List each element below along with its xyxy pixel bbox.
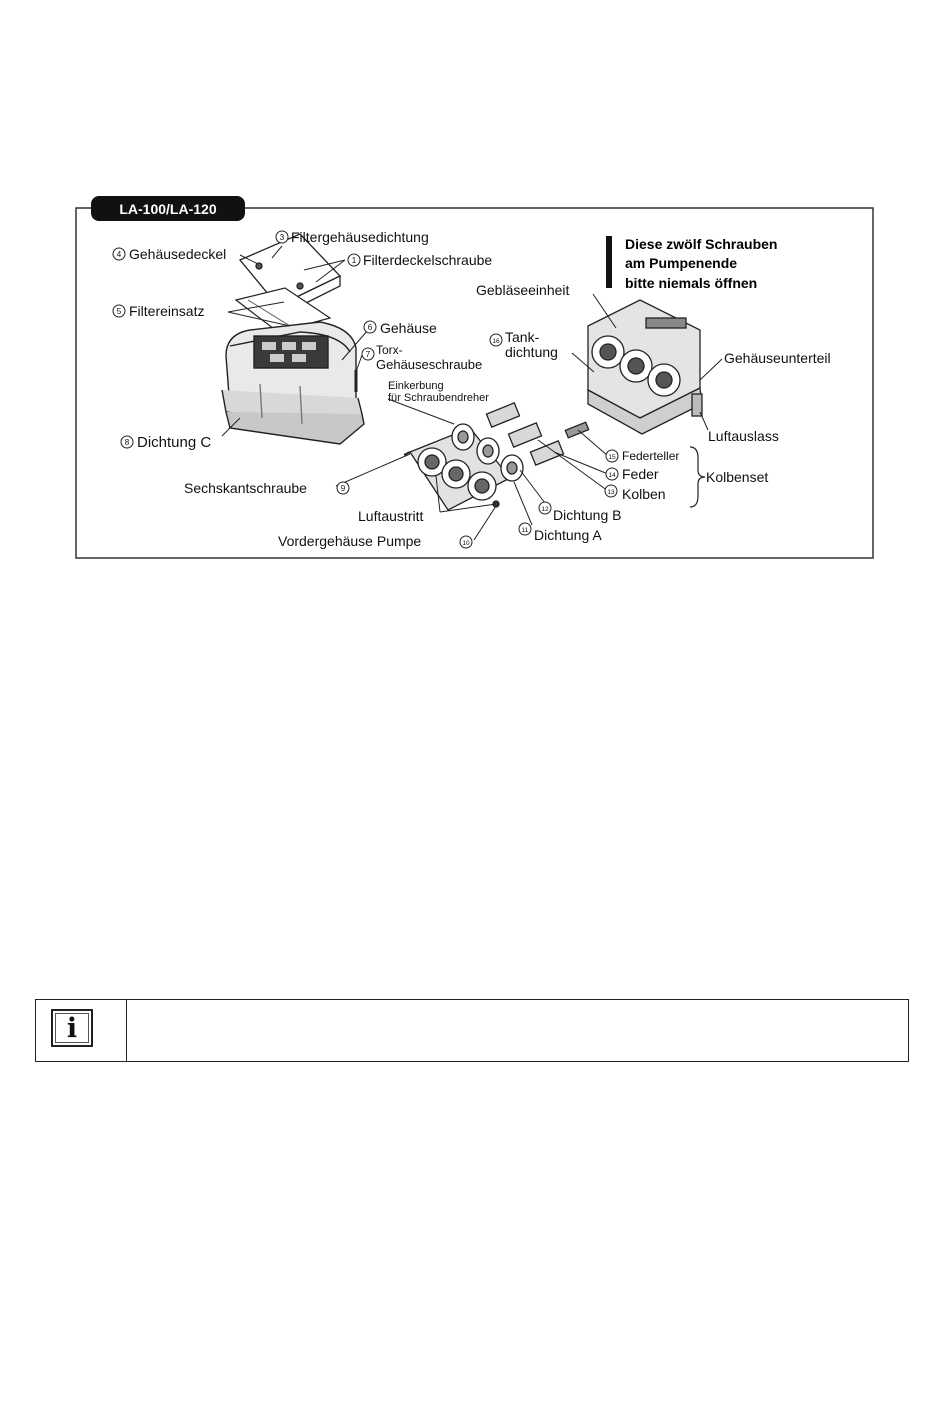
model-label: LA-100/LA-120 [119,201,216,217]
exploded-view-diagram: LA-100/LA-120 [75,196,874,559]
info-note-box: i [35,999,909,1062]
num-7: 7 [366,350,371,359]
label-gehaeusedeckel: Gehäusedeckel [129,246,226,262]
num-6: 6 [368,323,373,332]
label-torx-1: Torx- [376,343,403,357]
label-feder: Feder [622,466,659,482]
info-divider [126,1000,127,1061]
label-sechskantschraube: Sechskantschraube [184,480,307,496]
label-vordergehaeuse: Vordergehäuse Pumpe [278,533,421,549]
pistons-drawing [485,402,590,466]
housing-drawing [221,321,365,445]
num-15: 15 [608,454,616,461]
label-filtergehaeusedichtung: Filtergehäusedichtung [291,229,429,245]
info-glyph: i [66,1012,78,1044]
warning-line-3: bitte niemals öffnen [625,275,757,291]
label-geblaeseeinheit: Gebläseeinheit [476,282,570,298]
info-icon: i [51,1009,93,1047]
num-14: 14 [608,472,616,479]
num-4: 4 [117,250,122,259]
leader-lines [221,245,723,541]
part-labels: Gehäusedeckel Filtergehäusedichtung Filt… [129,229,831,549]
label-einkerbung-2: für Schraubendreher [388,392,489,404]
label-dichtung-a: Dichtung A [534,527,602,543]
warning-bar [606,236,612,288]
label-filterdeckelschraube: Filterdeckelschraube [363,252,492,268]
num-8: 8 [125,438,130,447]
warning-line-2: am Pumpenende [625,255,737,271]
label-tank-2: dichtung [505,344,558,360]
figure-frame [75,207,874,559]
gasket-a-drawing [451,423,524,482]
label-kolbenset: Kolbenset [706,469,768,485]
label-luftaustritt: Luftaustritt [358,508,423,524]
kolbenset-brace [689,446,706,508]
num-3: 3 [280,233,285,242]
num-10: 10 [462,540,470,547]
model-tab [91,196,245,221]
label-luftauslass: Luftauslass [708,428,779,444]
label-filtereinsatz: Filtereinsatz [129,303,204,319]
warning-line-1: Diese zwölf Schrauben [625,236,777,252]
num-12: 12 [541,506,549,513]
label-gehaeuseunterteil: Gehäuseunterteil [724,350,831,366]
blower-unit-drawing [587,299,703,435]
label-tank-1: Tank- [505,329,540,345]
label-dichtung-b: Dichtung B [553,507,621,523]
label-kolben: Kolben [622,486,666,502]
label-einkerbung-1: Einkerbung [388,380,444,392]
num-5: 5 [117,307,122,316]
number-texts: 4 3 1 5 6 7 8 9 10 11 12 13 16 15 14 [117,233,616,547]
num-16: 16 [492,338,500,345]
label-dichtung-c: Dichtung C [137,434,211,451]
num-13: 13 [607,489,615,496]
number-circles [112,230,619,549]
num-11: 11 [522,527,529,534]
num-9: 9 [341,484,346,493]
num-1: 1 [352,256,357,265]
label-gehaeuse: Gehäuse [380,320,437,336]
filter-insert-drawing [234,287,332,333]
label-federteller: Federteller [622,449,679,463]
label-torx-2: Gehäuseschraube [376,357,482,372]
